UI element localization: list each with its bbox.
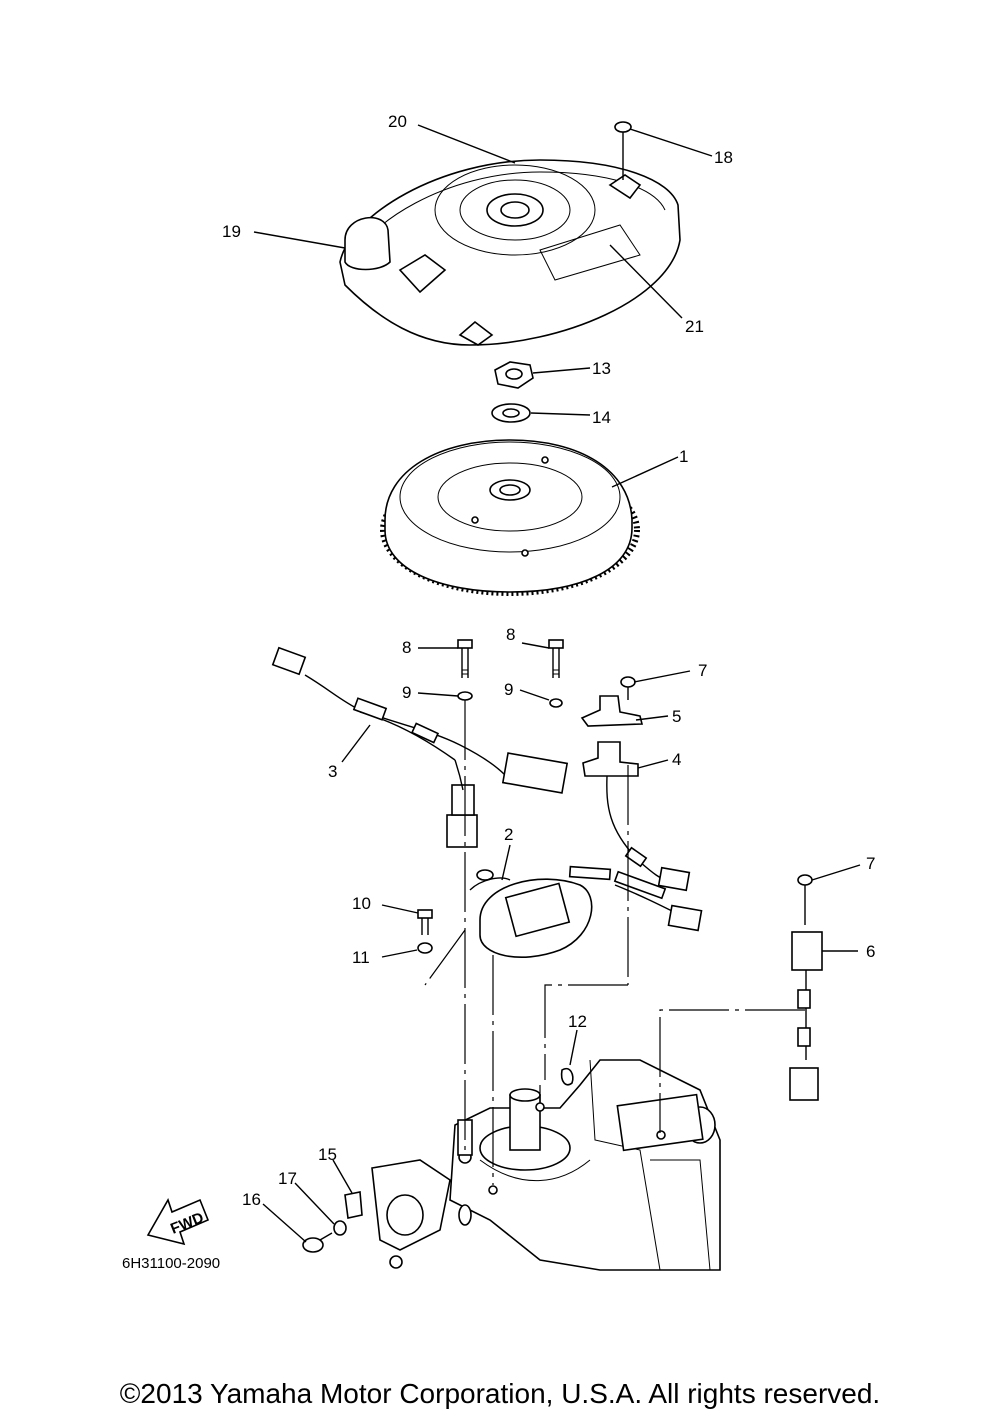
callout-16: 16 [242, 1190, 261, 1209]
bolt-8-left [457, 639, 473, 678]
callout-13: 13 [592, 359, 611, 378]
bolt-8-right [548, 639, 564, 678]
screw-19 [614, 121, 632, 180]
screw-16 [302, 1232, 333, 1253]
callout-11: 11 [352, 948, 370, 967]
nut-13 [494, 361, 534, 389]
callout-18: 19 [222, 222, 241, 241]
holder-5 [580, 695, 644, 727]
copyright-notice: ©2013 Yamaha Motor Corporation, U.S.A. A… [119, 1378, 881, 1409]
callout-6: 6 [866, 942, 875, 961]
callout-5: 5 [672, 707, 681, 726]
diagram-code: 6H31100-2090 [122, 1255, 220, 1272]
leader-lines [253, 124, 861, 1243]
screw-7-upper [620, 676, 636, 700]
pulser-coil-4 [582, 741, 691, 892]
screw-7-lower [797, 874, 813, 925]
callout-15: 15 [318, 1145, 337, 1164]
callout-21: 21 [685, 317, 704, 336]
washer-17 [333, 1220, 347, 1236]
washer-11 [417, 942, 433, 954]
flywheel-1 [380, 439, 640, 596]
callout-7-lower: 7 [866, 854, 875, 873]
callout-1: 1 [679, 447, 688, 466]
fwd-arrow: FWD [146, 1198, 210, 1246]
callout-4: 4 [672, 750, 681, 769]
callout-14: 14 [592, 408, 611, 427]
washer-14 [491, 403, 531, 423]
washer-9-right [549, 698, 563, 708]
sensor-6 [789, 931, 823, 1101]
callout-7-upper: 7 [698, 661, 707, 680]
callout-12: 12 [568, 1012, 587, 1031]
flywheel-cover [339, 159, 681, 346]
bolt-10 [417, 909, 433, 935]
key-12 [560, 1067, 574, 1086]
callout-8-left: 8 [402, 638, 411, 657]
link-15 [344, 1159, 472, 1269]
callout-10: 10 [352, 894, 371, 913]
assembly-lines [424, 700, 805, 1185]
callouts: 20 18 19 21 13 14 1 8 8 9 9 7 5 4 3 2 10… [222, 112, 875, 1209]
callout-3: 3 [328, 762, 337, 781]
callout-20: 20 [388, 112, 407, 131]
rectifier-harness-3 [271, 646, 569, 848]
callout-19: 18 [714, 148, 733, 167]
callout-2: 2 [504, 825, 513, 844]
charge-coil-2 [469, 865, 703, 958]
callout-17: 17 [278, 1169, 297, 1188]
callout-9-right: 9 [504, 680, 513, 699]
washer-9-left [457, 691, 473, 701]
engine-block [449, 1059, 721, 1271]
callout-8-right: 8 [506, 625, 515, 644]
callout-9-left: 9 [402, 683, 411, 702]
